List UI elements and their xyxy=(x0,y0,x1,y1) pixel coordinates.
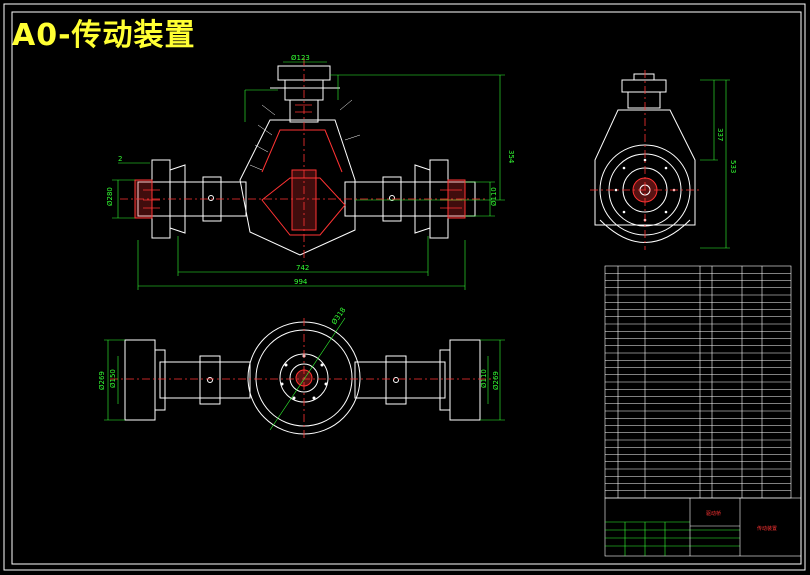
title-block-label: 传动装置 xyxy=(757,525,777,532)
dim-right-dia: Ø110 xyxy=(490,187,498,206)
dim-plan-right-1: Ø269 xyxy=(492,371,500,390)
dim-side-height-1: 337 xyxy=(716,128,724,141)
side-view-dimensions xyxy=(700,79,730,249)
dim-hub-span: 742 xyxy=(296,264,309,272)
dim-left-dia: Ø280 xyxy=(106,187,114,206)
title-block[interactable] xyxy=(604,497,802,557)
front-section-view[interactable] xyxy=(120,58,485,262)
dim-shoulder: 2 xyxy=(118,155,122,163)
front-view-dimensions xyxy=(112,61,505,290)
plan-view[interactable] xyxy=(110,318,495,440)
dim-plan-left-2: Ø150 xyxy=(109,369,117,388)
dim-case-dia: Ø318 xyxy=(330,306,347,326)
dim-side-height-2: 533 xyxy=(729,160,737,173)
sheet-border xyxy=(3,3,806,571)
plan-view-dimensions xyxy=(104,317,505,431)
drawing-title: A0-传动装置 xyxy=(12,18,196,53)
parts-list[interactable] xyxy=(604,265,792,499)
inner-border xyxy=(11,11,802,565)
dim-overall-width: 994 xyxy=(294,278,308,286)
dim-plan-right-2: Ø110 xyxy=(480,369,488,388)
side-view[interactable] xyxy=(590,70,700,250)
dim-overall-height: 354 xyxy=(507,150,515,164)
dim-plan-left-1: Ø269 xyxy=(98,371,106,390)
title-block-name: 驱动桥 xyxy=(706,510,721,517)
dim-top-flange: Ø123 xyxy=(291,54,310,62)
